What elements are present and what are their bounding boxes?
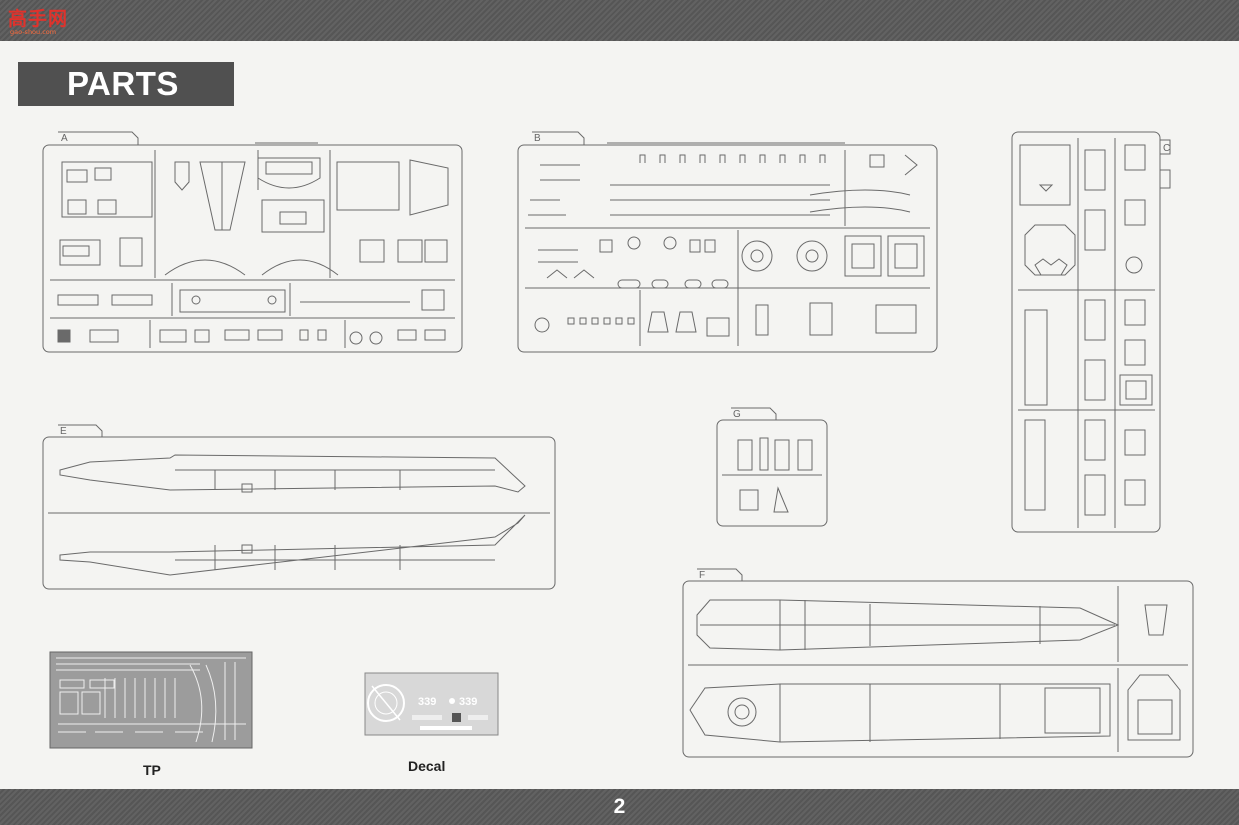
sprue-c xyxy=(1011,131,1171,533)
decal-number-2: 339 xyxy=(459,696,477,708)
site-logo: 高手网 gao-shou.com xyxy=(6,4,70,38)
decal-number-1: 339 xyxy=(418,696,436,708)
page-title: PARTS xyxy=(18,62,234,106)
sprue-c-letter: C xyxy=(1163,143,1170,154)
decal-label: Decal xyxy=(408,758,446,774)
sprue-a xyxy=(42,131,463,353)
sprue-f-letter: F xyxy=(699,570,705,581)
tp-label: TP xyxy=(143,762,161,778)
logo-subtext: gao-shou.com xyxy=(10,28,57,36)
sprue-b xyxy=(517,131,938,353)
header-bar: 高手网 gao-shou.com xyxy=(0,0,1239,41)
sprue-g-letter: G xyxy=(733,409,741,420)
sprue-b-letter: B xyxy=(534,133,541,144)
decal-sheet: 339 339 xyxy=(364,672,499,736)
photo-etch-fret xyxy=(49,651,253,749)
sprue-e-letter: E xyxy=(60,426,67,437)
sprue-a-letter: A xyxy=(61,133,68,144)
sprue-g xyxy=(716,407,828,527)
footer-bar xyxy=(0,789,1239,825)
logo-text: 高手网 xyxy=(8,8,69,30)
page-number: 2 xyxy=(613,795,626,818)
sprue-e xyxy=(42,424,556,590)
sprue-f xyxy=(682,568,1194,758)
